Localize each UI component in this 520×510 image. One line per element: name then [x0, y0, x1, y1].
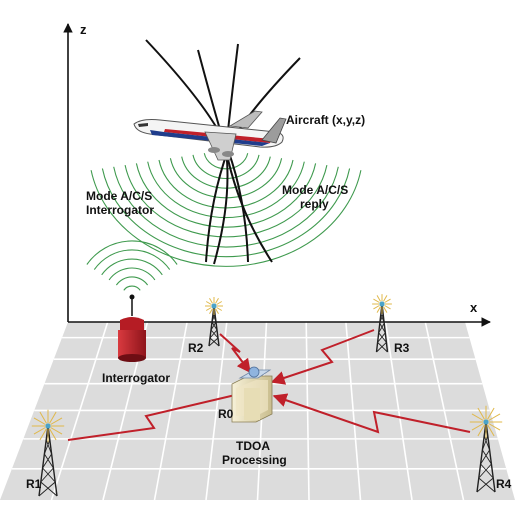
receiver-r3-tower-icon — [372, 294, 392, 353]
aircraft-icon — [133, 110, 287, 161]
link-r3-r0 — [270, 329, 375, 385]
interrogator-wave-arcs — [86, 240, 178, 291]
interrogator-signal-label-line2: Interrogator — [86, 203, 154, 217]
processor-icon — [231, 366, 273, 423]
aircraft-label: Aircraft (x,y,z) — [286, 113, 365, 127]
receiver-r2-tower-icon — [205, 297, 223, 347]
receiver-r4-tower-icon — [469, 405, 503, 493]
x-axis-label: x — [470, 300, 478, 315]
z-axis-label: z — [80, 22, 87, 37]
receiver-r4-label: R4 — [496, 477, 512, 491]
link-r1-r0 — [67, 388, 250, 441]
receiver-r1-label: R1 — [26, 477, 42, 491]
reply-label-line2: reply — [300, 197, 329, 211]
interrogator-icon — [118, 294, 146, 362]
tdoa-label-line1: TDOA — [236, 439, 270, 453]
receiver-r1-tower-icon — [31, 409, 65, 497]
link-r2-r0 — [219, 333, 251, 374]
interrogator-signal-label-line1: Mode A/C/S — [86, 189, 152, 203]
r0-label: R0 — [218, 407, 234, 421]
receiver-r3-label: R3 — [394, 341, 410, 355]
interrogator-label: Interrogator — [102, 371, 170, 385]
tdoa-label-line2: Processing — [222, 453, 287, 467]
receiver-r2-label: R2 — [188, 341, 204, 355]
link-r4-r0 — [272, 393, 471, 434]
tdoa-links — [67, 329, 471, 441]
reply-label-line1: Mode A/C/S — [282, 183, 348, 197]
